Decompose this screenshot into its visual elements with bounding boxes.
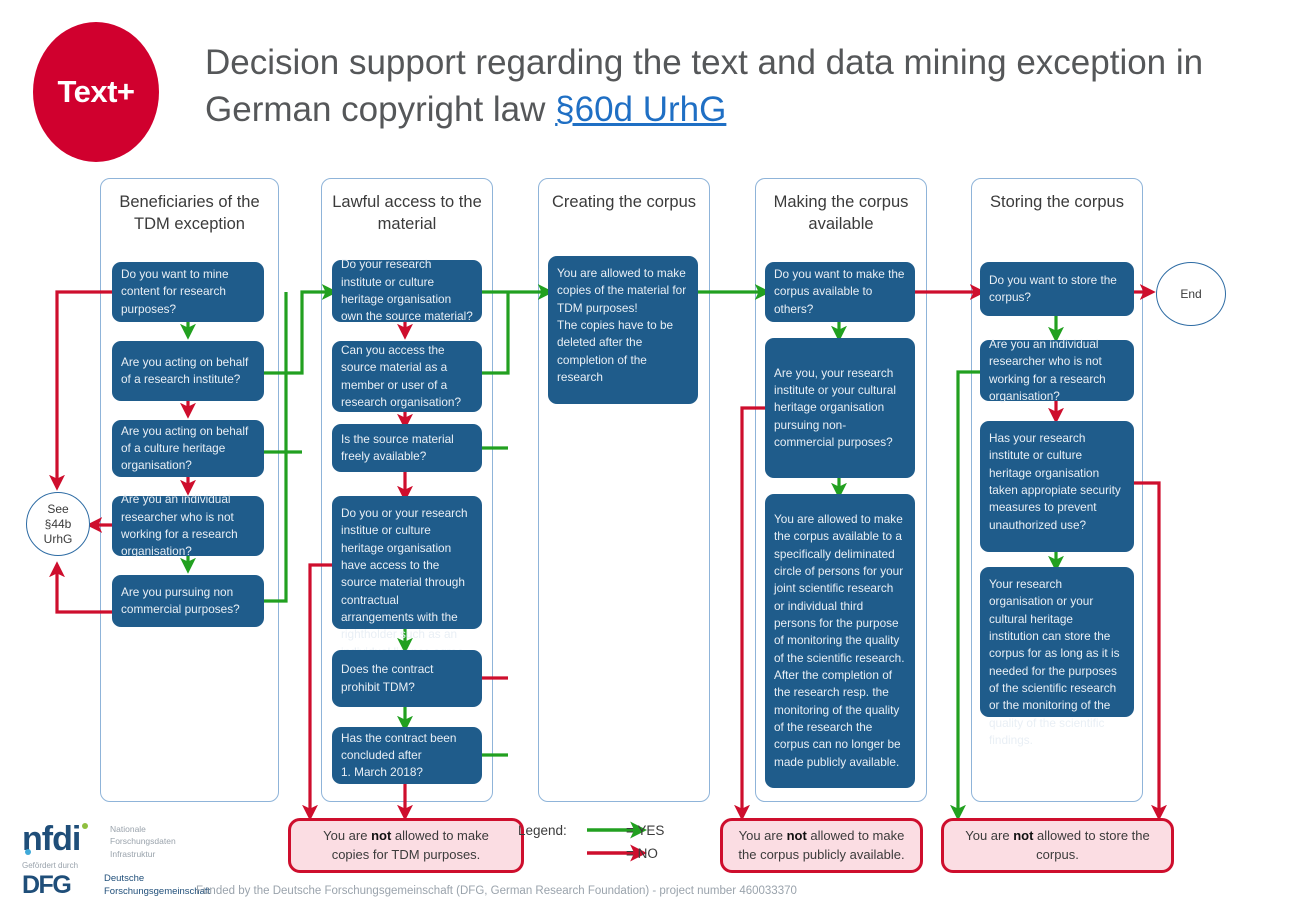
result-no-copies-after: allowed to make copies for TDM purposes. <box>331 827 489 862</box>
terminator-end[interactable]: End <box>1156 262 1226 326</box>
nfdi-green-dot-icon <box>82 823 88 829</box>
node-b3[interactable]: Are you acting on behalf of a culture he… <box>112 420 264 477</box>
node-m2[interactable]: Are you, your research institute or your… <box>765 338 915 478</box>
result-no-public[interactable]: You are not allowed to make the corpus p… <box>720 818 923 873</box>
nfdi-wordmark: nfdi <box>22 820 81 858</box>
legend: Legend: = YES = NO <box>518 820 748 880</box>
node-m1[interactable]: Do you want to make the corpus available… <box>765 262 915 322</box>
dfg-funded-by-label: Gefördert durch <box>22 861 79 870</box>
node-b4[interactable]: Are you an individual researcher who is … <box>112 492 264 558</box>
result-no-copies-bold: not <box>371 827 392 843</box>
result-no-store-bold: not <box>1013 827 1034 843</box>
node-l6[interactable]: Has the contract been concluded after 1.… <box>332 727 482 784</box>
result-no-store-after: allowed to store the corpus. <box>1033 827 1150 862</box>
result-no-public-before: You are <box>738 827 787 843</box>
result-no-public-after: allowed to make the corpus publicly avai… <box>738 827 905 862</box>
textplus-logo: Text+ <box>33 22 159 162</box>
node-s3[interactable]: Has your research institute or culture h… <box>980 421 1134 552</box>
legend-yes-label: = YES <box>626 823 665 838</box>
node-l1[interactable]: Do your research institute or culture he… <box>332 257 482 323</box>
node-l5[interactable]: Does the contract prohibit TDM? <box>332 650 482 707</box>
terminator-see-44b[interactable]: See §44b UrhG <box>26 492 90 556</box>
textplus-logo-label: Text+ <box>57 74 135 109</box>
result-no-store[interactable]: You are not allowed to store the corpus. <box>941 818 1174 873</box>
result-no-store-before: You are <box>965 827 1014 843</box>
nfdi-subtitle: Nationale Forschungsdaten Infrastruktur <box>110 824 176 859</box>
lane-title-beneficiaries: Beneficiaries of the TDM exception <box>119 193 260 234</box>
node-b5[interactable]: Are you pursuing non commercial purposes… <box>112 575 264 627</box>
legend-no-label: = NO <box>626 846 658 861</box>
lane-title-storing-corpus: Storing the corpus <box>990 193 1124 211</box>
node-l4[interactable]: Do you or your research institue or cult… <box>332 496 482 676</box>
nfdi-blue-dot-icon <box>25 849 31 855</box>
legend-label: Legend: <box>518 823 567 838</box>
nfdi-logo: nfdi Nationale Forschungsdaten Infrastru… <box>22 818 192 864</box>
node-s1[interactable]: Do you want to store the corpus? <box>980 262 1134 316</box>
legend-arrows <box>587 821 648 862</box>
node-m3[interactable]: You are allowed to make the corpus avail… <box>765 494 915 788</box>
result-no-public-bold: not <box>786 827 807 843</box>
node-s2[interactable]: Are you an individual researcher who is … <box>980 337 1134 403</box>
lane-title-lawful-access: Lawful access to the material <box>332 193 482 234</box>
lane-title-creating-corpus: Creating the corpus <box>552 193 696 211</box>
result-no-copies[interactable]: You are not allowed to make copies for T… <box>288 818 524 873</box>
lane-title-making-available: Making the corpus available <box>773 193 909 234</box>
node-l3[interactable]: Is the source material freely available? <box>332 424 482 472</box>
page-title: Decision support regarding the text and … <box>205 40 1215 134</box>
node-b2[interactable]: Are you acting on behalf of a research i… <box>112 341 264 401</box>
node-l2[interactable]: Can you access the source material as a … <box>332 341 482 412</box>
node-c1[interactable]: You are allowed to make copies of the ma… <box>548 256 698 404</box>
node-s4[interactable]: Your research organisation or your cultu… <box>980 567 1134 747</box>
dfg-logo: Gefördert durch DFG Deutsche Forschungsg… <box>22 861 222 908</box>
node-b1[interactable]: Do you want to mine content for research… <box>112 262 264 322</box>
dfg-subtitle: Deutsche Forschungsgemeinschaft <box>104 873 211 897</box>
funding-note: Funded by the Deutsche Forschungsgemeins… <box>196 885 797 897</box>
dfg-wordmark: DFG <box>22 871 72 899</box>
result-no-copies-before: You are <box>323 827 372 843</box>
urhg-link[interactable]: §60d UrhG <box>555 89 727 129</box>
page-header: Text+ Decision support regarding the tex… <box>0 0 1296 165</box>
page-title-text: Decision support regarding the text and … <box>205 43 1204 129</box>
